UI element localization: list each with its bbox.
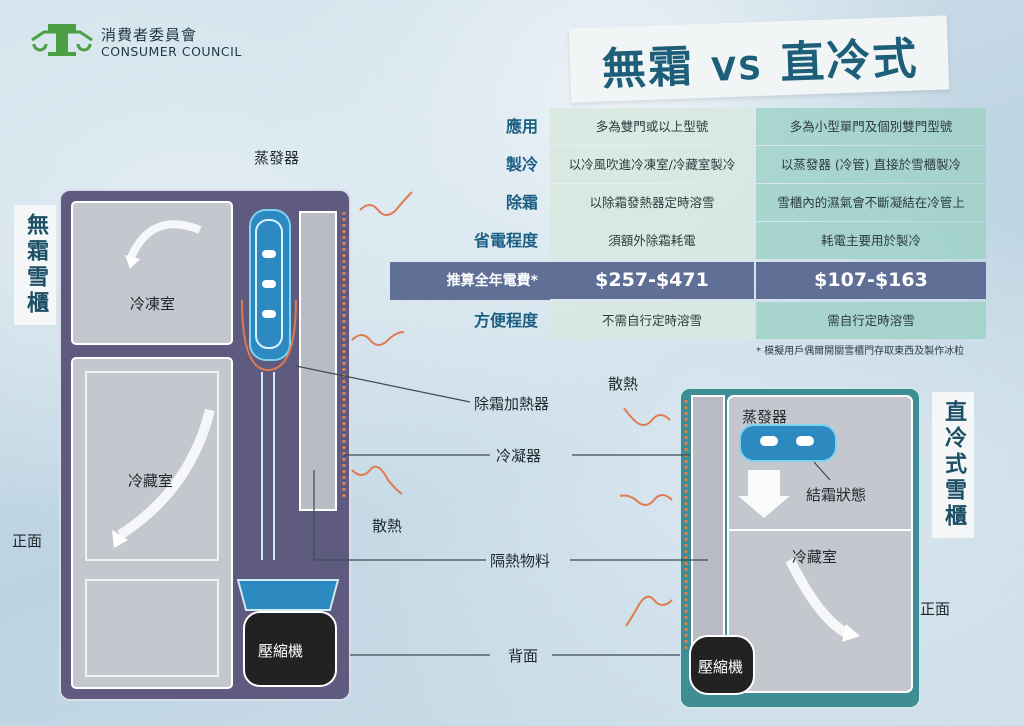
footnote: * 模擬用戶偶爾開關雪櫃門存取東西及製作冰粒 [756,346,965,357]
direct-cool-fridge-illustration [619,387,921,709]
heat-dissipation-right-label: 散熱 [608,375,639,393]
left-compressor-label: 壓縮機 [258,642,304,660]
logo-chinese: 消費者委員會 [101,26,198,44]
heat-dissipation-left-label: 散熱 [372,517,403,535]
frost-state-label: 結霜狀態 [806,486,867,504]
defrost-heater-label: 除霜加熱器 [474,395,550,413]
table-row: 製冷 以冷風吹進冷凍室/冷藏室製冷 以蒸發器 (冷管) 直接於雪櫃製冷 [390,146,986,184]
condenser-label: 冷凝器 [496,447,542,465]
table-row: 方便程度 不需自行定時溶雪 需自行定時溶雪 [390,302,986,340]
direct-cool-cell: 需自行定時溶雪 [756,302,986,339]
left-evaporator-label: 蒸發器 [254,149,300,167]
frost-free-fridge-illustration [59,189,413,701]
table-row: 應用 多為雙門或以上型號 多為小型單門及個別雙門型號 [390,108,986,146]
row-label: 方便程度 [473,311,538,330]
direct-cool-cell: 耗電主要用於製冷 [756,222,986,259]
table-row: 除霜 以除霜發熱器定時溶雪 雪櫃內的濕氣會不斷凝結在冷管上 [390,184,986,222]
row-label: 推算全年電費* [390,262,550,300]
table-row-highlight: 推算全年電費* $257-$471 $107-$163 [390,262,986,300]
direct-cool-cell: $107-$163 [756,262,986,299]
row-label: 省電程度 [473,231,538,250]
right-fridge-compartment-label: 冷藏室 [792,548,838,566]
frost-free-side-label: 無霜雪櫃 [14,205,56,325]
logo-english: CONSUMER COUNCIL [101,44,242,59]
right-front-label: 正面 [920,600,951,618]
right-evaporator-label: 蒸發器 [742,408,788,426]
frost-free-cell: 須額外除霜耗電 [550,222,754,259]
direct-cool-cell: 多為小型單門及個別雙門型號 [756,108,986,145]
row-label: 除霜 [505,193,538,212]
left-fridge-compartment-label: 冷藏室 [128,472,174,490]
left-front-label: 正面 [12,532,43,550]
frost-free-cell: 多為雙門或以上型號 [550,108,754,145]
consumer-council-logo-icon [31,24,93,56]
insulation-label: 隔熱物料 [490,552,551,570]
freezer-label: 冷凍室 [130,295,176,313]
frost-free-cell: 以冷風吹進冷凍室/冷藏室製冷 [550,146,754,183]
back-label: 背面 [508,647,539,665]
right-compressor-label: 壓縮機 [698,658,744,676]
direct-cool-cell: 雪櫃內的濕氣會不斷凝結在冷管上 [756,184,986,221]
frost-free-cell: 不需自行定時溶雪 [550,302,754,339]
row-label: 應用 [505,117,538,136]
table-row: 省電程度 須額外除霜耗電 耗電主要用於製冷 [390,222,986,260]
direct-cool-cell: 以蒸發器 (冷管) 直接於雪櫃製冷 [756,146,986,183]
row-label: 製冷 [505,155,538,174]
frost-free-cell: $257-$471 [550,262,754,299]
frost-free-cell: 以除霜發熱器定時溶雪 [550,184,754,221]
callout-lines [295,365,831,656]
direct-cool-side-label: 直冷式雪櫃 [932,392,974,538]
